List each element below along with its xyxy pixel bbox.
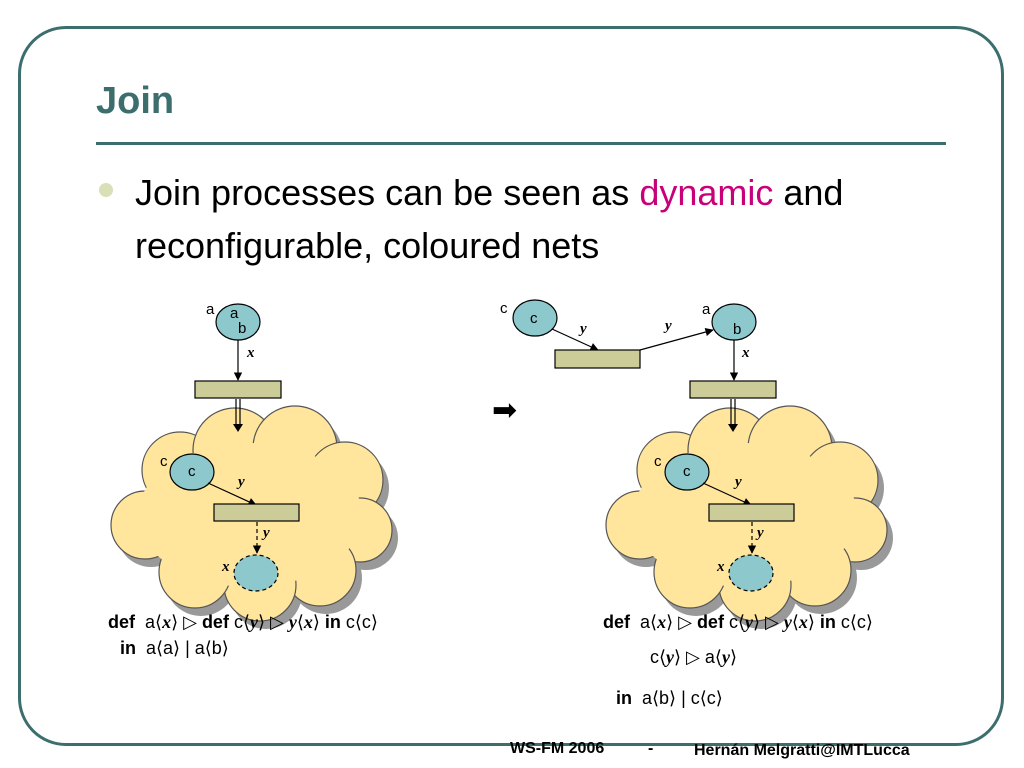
left-code-b: ⟩ ▷ (171, 612, 202, 632)
title-rule (96, 142, 946, 145)
footer-left: WS-FM 2006 (510, 740, 605, 757)
right-code-line-2: c⟨y⟩ ▷ a⟨y⟩ (650, 647, 737, 668)
left-kw-def2: def (201, 612, 229, 632)
bullet-text-after: and reconfigurable, coloured nets (135, 172, 844, 266)
left-dynamic-place-label: x (221, 559, 230, 575)
right-arc-y-out-label: y (755, 525, 764, 541)
left-arc-y-out-label: y (261, 525, 270, 541)
left-place-c-token: c (188, 463, 196, 480)
right-code-l2a: c⟨ (650, 647, 667, 667)
right-kw-def: def (603, 612, 630, 632)
right-place-a-token: b (733, 321, 741, 338)
right-arc-y-in-label: y (733, 474, 742, 490)
right-arc-t0-to-a (639, 327, 714, 351)
right-place-c-token: c (683, 463, 691, 480)
footer-right: Hernán Melgratti@IMTLucca (694, 742, 910, 759)
right-dynamic-place-label: x (716, 559, 725, 575)
left-kw-in2: in (120, 638, 136, 658)
right-code-f: ⟩ (807, 612, 820, 632)
right-code-e: ⟨ (791, 612, 799, 632)
transition-arrow-icon: ➡ (492, 393, 517, 428)
right-top-place-c-name: c (500, 300, 508, 317)
right-code-g: c⟨c⟩ (835, 612, 873, 632)
left-code-d: ⟩ ▷ (257, 612, 289, 632)
left-place-a-token-1: a (230, 305, 239, 322)
bullet-dot-icon (99, 183, 113, 197)
right-code-x: x (657, 612, 667, 632)
right-kw-def2: def (696, 612, 724, 632)
left-kw-in: in (324, 612, 341, 632)
right-code-line3: a⟨b⟩ | c⟨c⟩ (642, 688, 723, 708)
left-code-y: y (249, 612, 258, 632)
right-transition-2 (708, 503, 795, 522)
right-code-y: y (744, 612, 753, 632)
bullet-text-before: Join processes can be seen as (135, 172, 640, 213)
footer-separator: - (648, 740, 654, 757)
left-net: a a b x c c y y x (110, 301, 398, 629)
bullet-text-highlight: dynamic (639, 172, 774, 213)
right-arc-y2-label: y (663, 318, 672, 334)
left-transition-2 (213, 503, 300, 522)
right-code-a: a⟨ (640, 612, 658, 632)
right-place-a-name: a (702, 301, 711, 318)
right-transition-1 (689, 380, 777, 399)
right-top-place-c-token: c (530, 310, 538, 327)
left-code-line-1: def a⟨x⟩ ▷ def c⟨y⟩ ▷ y⟨x⟩ in c⟨c⟩ (108, 612, 378, 633)
left-code-line2: a⟨a⟩ | a⟨b⟩ (146, 638, 229, 658)
left-place-c (169, 453, 215, 491)
left-code-e: ⟨ (296, 612, 304, 632)
right-kw-in2: in (616, 688, 632, 708)
right-arc-c-to-t2 (702, 482, 752, 506)
right-place-c-name: c (654, 453, 662, 470)
right-net: c c y y a b x c c y y (500, 299, 893, 629)
right-code-d: ⟩ ▷ (752, 612, 784, 632)
left-code-c: c⟨ (228, 612, 250, 632)
right-code-l2c: ⟩ (729, 647, 737, 667)
right-code-y2: y (783, 612, 792, 632)
right-place-c (664, 453, 710, 491)
slide-title: Join (96, 80, 175, 122)
left-code-f: ⟩ (312, 612, 325, 632)
right-code-b: ⟩ ▷ (666, 612, 697, 632)
right-code-c: c⟨ (723, 612, 745, 632)
right-code-l2y2: y (721, 647, 730, 667)
right-arc-y1-label: y (578, 321, 587, 337)
right-code-line-3: in a⟨b⟩ | c⟨c⟩ (616, 688, 723, 709)
right-code-line-1: def a⟨x⟩ ▷ def c⟨y⟩ ▷ y⟨x⟩ in c⟨c⟩ (603, 612, 873, 633)
right-code-l2y: y (666, 647, 675, 667)
left-transition-1 (194, 380, 282, 399)
left-arc-c-to-t2 (207, 482, 257, 506)
left-kw-def: def (108, 612, 135, 632)
left-arc-y-in-label: y (236, 474, 245, 490)
right-top-place-c (512, 299, 558, 337)
left-code-a: a⟨ (145, 612, 163, 632)
right-dynamic-place (728, 554, 774, 592)
left-code-g: c⟨c⟩ (340, 612, 378, 632)
left-code-x: x (162, 612, 172, 632)
left-place-c-name: c (160, 453, 168, 470)
bullet-text: Join processes can be seen as dynamic an… (135, 166, 955, 272)
left-place-a-name: a (206, 301, 215, 318)
left-arc-x-label: x (246, 345, 255, 361)
right-creation-arrow-head (728, 424, 738, 432)
right-transition-0 (554, 349, 641, 369)
right-code-l2b: ⟩ ▷ a⟨ (674, 647, 722, 667)
slide-frame (18, 26, 1004, 746)
right-arc-c-to-t0 (551, 328, 599, 351)
left-code-line-2: in a⟨a⟩ | a⟨b⟩ (120, 638, 229, 659)
right-arc-x-label: x (741, 345, 750, 361)
right-code-x2: x (798, 612, 808, 632)
left-code-x2: x (303, 612, 313, 632)
left-creation-arrow-head (233, 424, 243, 432)
right-kw-in: in (819, 612, 836, 632)
left-place-a-token-2: b (238, 320, 246, 337)
left-code-y2: y (288, 612, 297, 632)
left-dynamic-place (233, 554, 279, 592)
